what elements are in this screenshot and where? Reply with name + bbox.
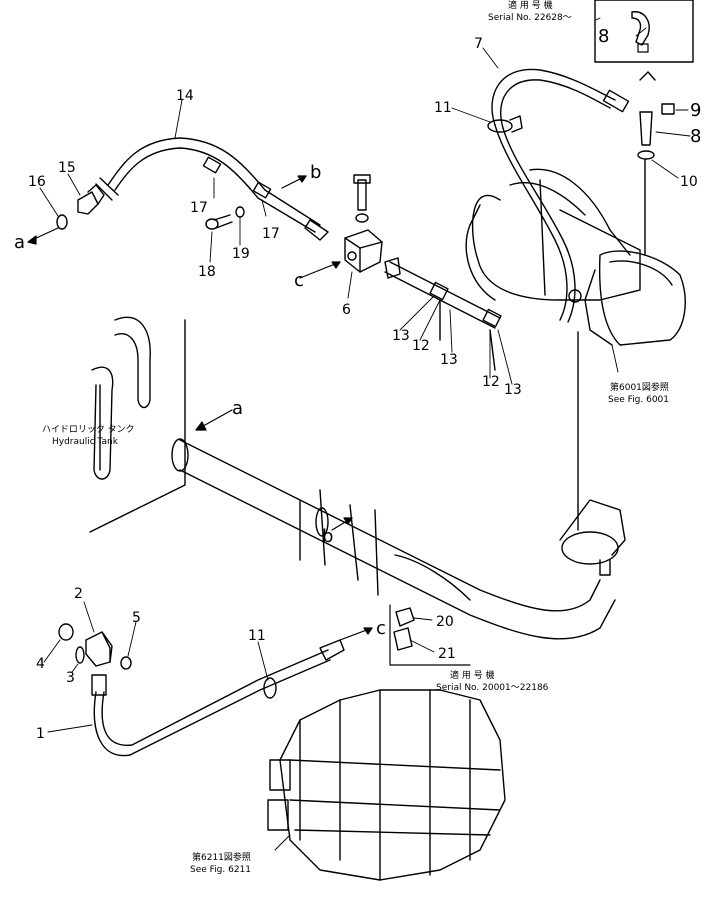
callout-3: 3 [66,670,75,686]
callout-2: 2 [74,586,83,602]
callout-19: 19 [232,246,250,262]
callout-17-right: 17 [262,226,280,242]
serial-bracket-20-21 [389,604,471,666]
callout-7: 7 [474,36,483,52]
serial-mid: Serial No. 20001～22186 [436,683,549,693]
letter-a-left: a [14,232,25,253]
callout-15: 15 [58,160,76,176]
callout-5: 5 [132,610,141,626]
fig6211-en: See Fig. 6211 [190,865,251,875]
callout-20: 20 [436,614,454,630]
serial-mid-jp: 適 用 号 機 [450,669,495,681]
letter-c-mid: c [294,270,304,291]
inset-box-serial-22628 [594,0,694,63]
callout-14: 14 [176,88,194,104]
o-ring-3 [75,646,85,664]
callout-12-right: 12 [482,374,500,390]
callout-18: 18 [198,264,216,280]
callout-8-right: 8 [690,126,701,147]
callout-12-left: 12 [412,338,430,354]
letter-b-lower: b [322,526,333,547]
callout-16: 16 [28,174,46,190]
callout-10: 10 [680,174,698,190]
callout-13-right: 13 [504,382,522,398]
fitting-15 [77,184,105,215]
connection-arrows [27,175,373,641]
main-suction-pipe [171,331,626,640]
o-ring-16 [56,214,68,230]
callout-1: 1 [36,726,45,742]
pump-assembly [465,168,686,346]
fig6001-jp: 第6001図参照 [610,381,669,393]
fitting-group-right [637,71,675,256]
bolt-18 [205,214,233,230]
tank-label-jp: ハイドロリック タンク [42,424,135,435]
hydraulic-tank [89,316,186,533]
fig6001-en: See Fig. 6001 [608,395,669,405]
callout-6: 6 [342,302,351,318]
callout-11-lower: 11 [248,628,266,644]
callout-4: 4 [36,656,45,672]
block-6 [344,174,383,273]
serial-top-jp: 適 用 号 機 [508,0,553,11]
callout-13-mid: 13 [440,352,458,368]
callout-8-top: 8 [598,26,609,47]
control-valve [267,689,506,881]
fitting-21 [393,627,413,651]
serial-top: Serial No. 22628～ [488,13,572,23]
fig6211-jp: 第6211図参照 [192,851,251,863]
clamp-11-upper [487,115,523,133]
callout-9: 9 [690,100,701,121]
hose-middle-12-13 [384,257,502,371]
o-ring-5 [120,656,132,670]
hose-14 [95,137,329,241]
fitting-20 [395,607,415,627]
washer-19 [235,206,245,218]
callout-17-left: 17 [190,200,208,216]
letter-a-tank: a [232,398,243,419]
callout-13-left: 13 [392,328,410,344]
elbow-2 [85,631,113,667]
plug-4 [58,623,74,641]
callout-21: 21 [438,646,456,662]
tank-label-en: Hydraulic Tank [52,437,119,447]
callout-11-upper: 11 [434,100,452,116]
leader-lines [39,17,691,851]
letter-c-lower: c [376,618,386,639]
letter-b-upper: b [310,162,321,183]
hose-7 [491,68,630,323]
hose-1 [91,639,345,757]
